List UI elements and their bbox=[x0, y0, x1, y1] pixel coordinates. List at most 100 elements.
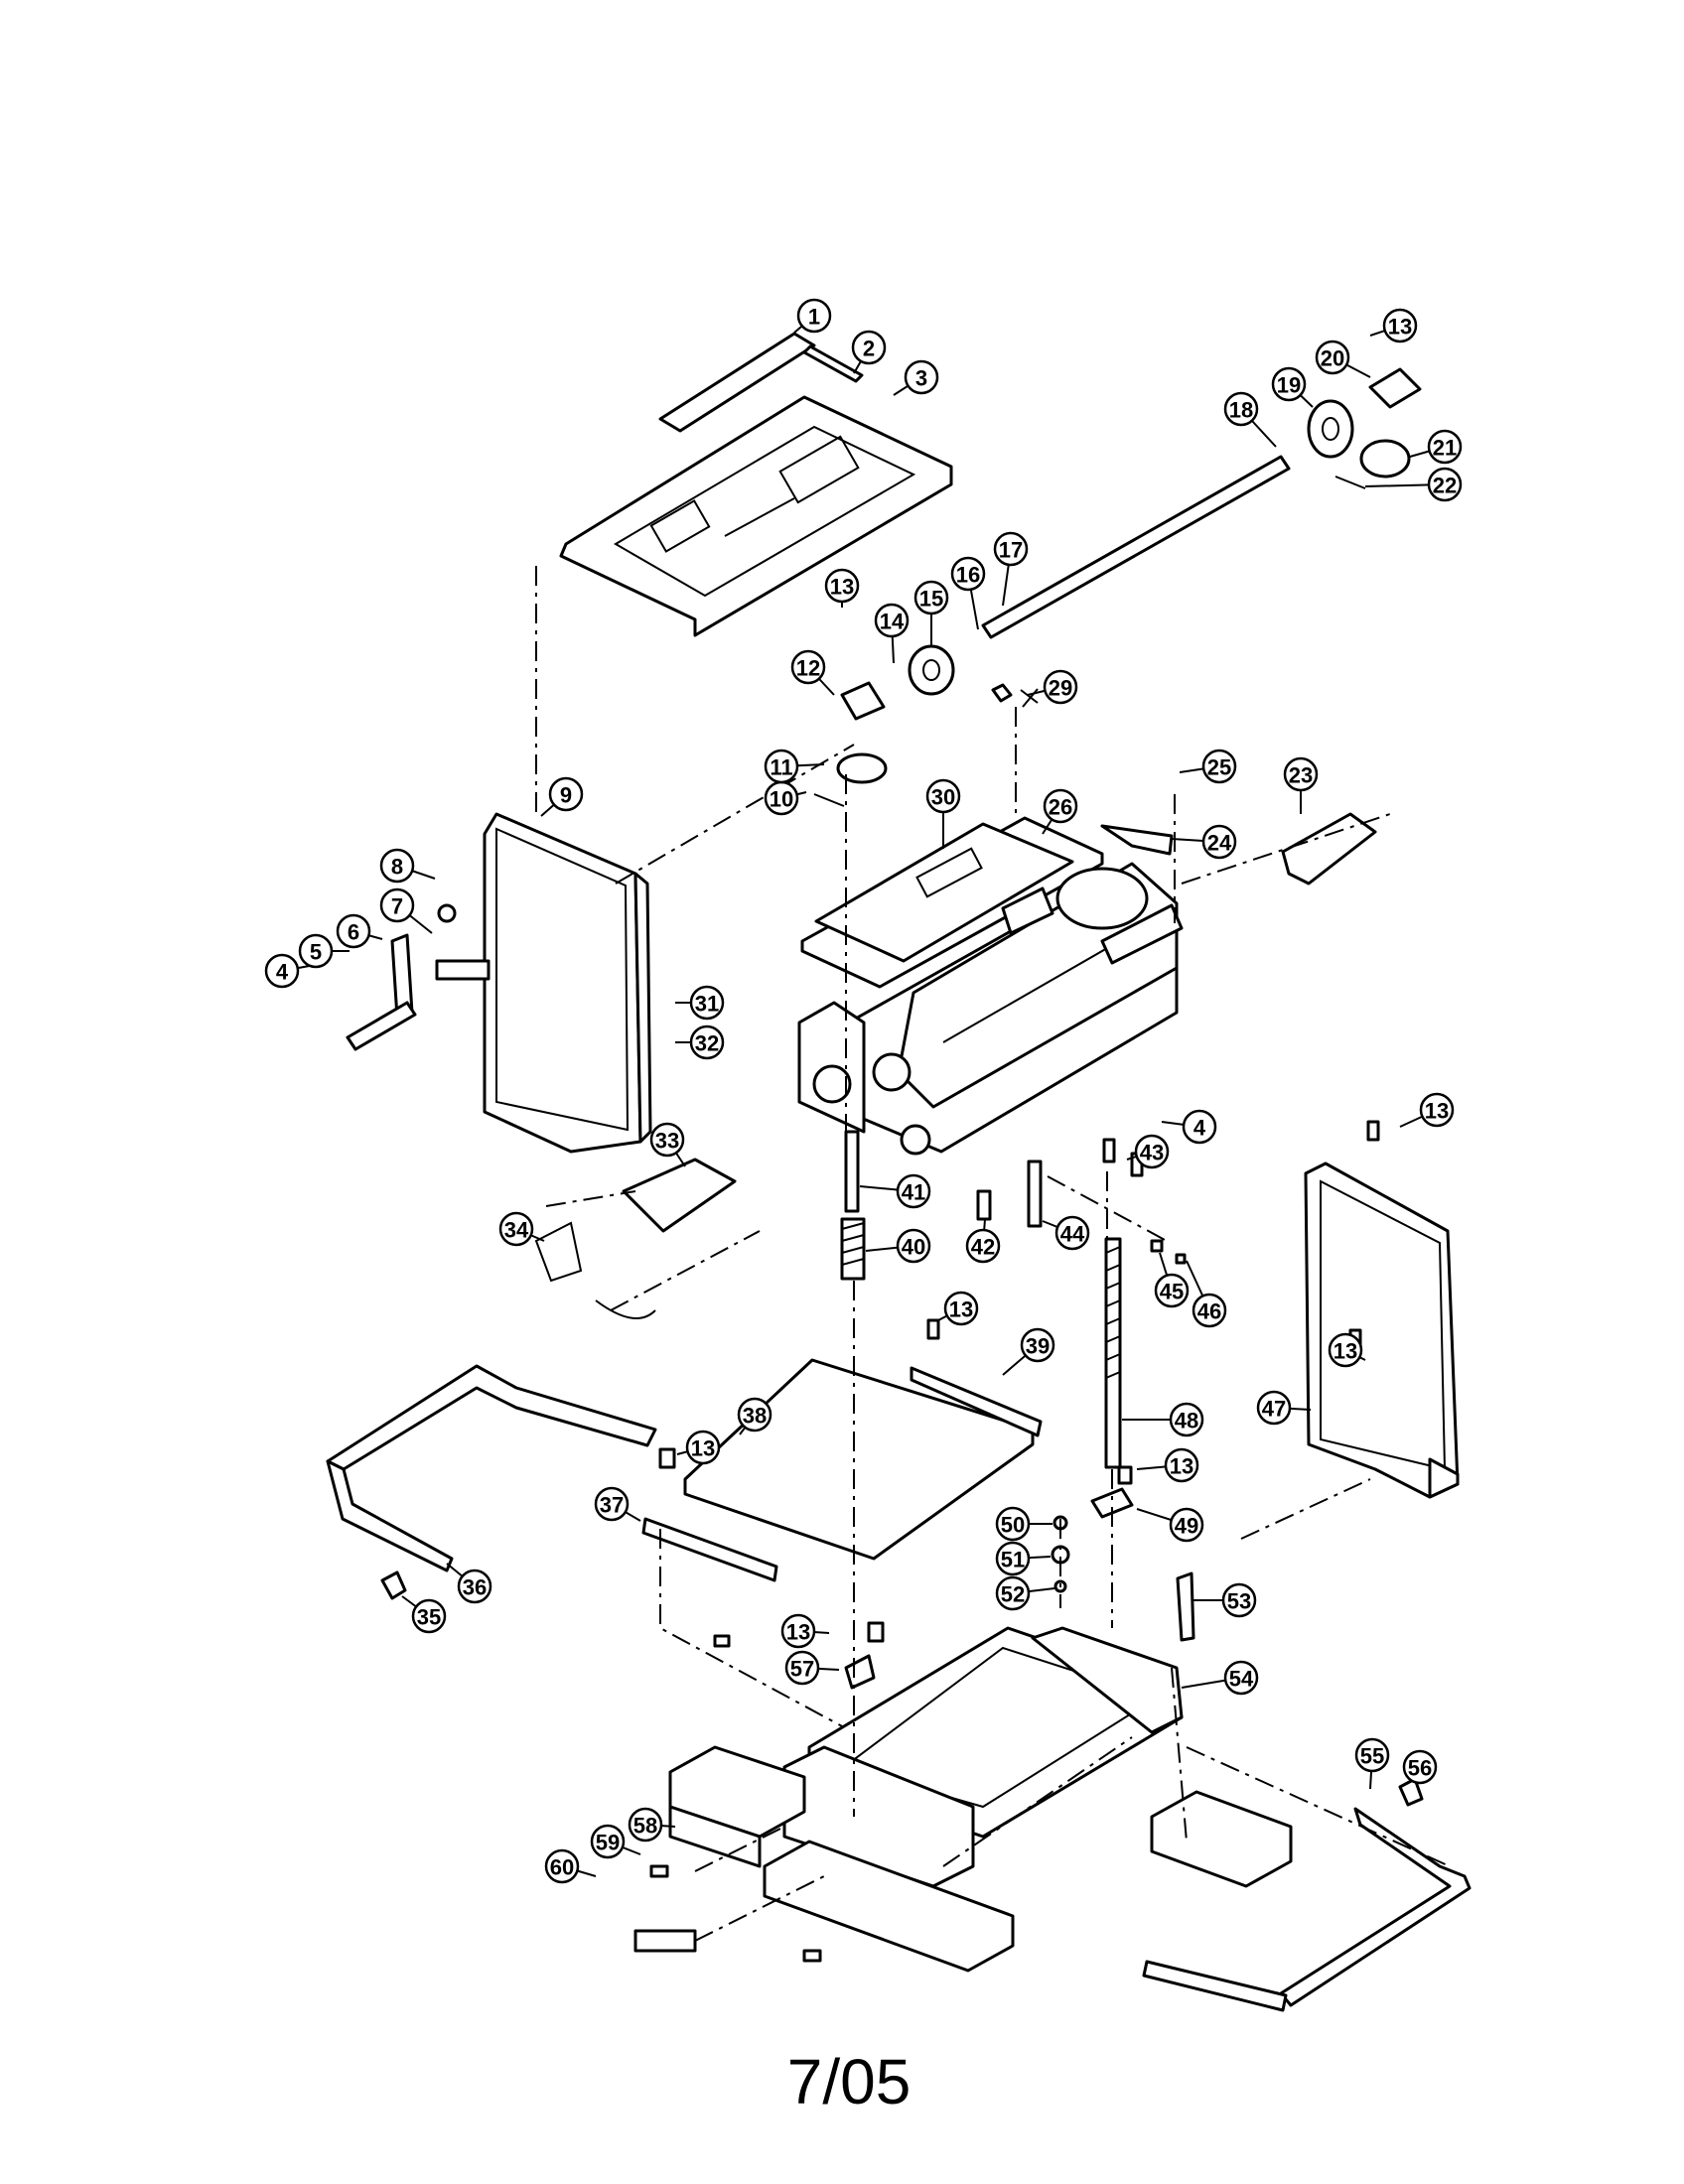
callout-number: 40 bbox=[902, 1235, 925, 1260]
callout-24: 24 bbox=[1171, 824, 1237, 860]
callout-number: 51 bbox=[1001, 1548, 1025, 1572]
plate-26 bbox=[814, 822, 1074, 963]
callout-7: 7 bbox=[379, 887, 433, 934]
callout-number: 8 bbox=[391, 855, 403, 880]
callout-12: 12 bbox=[790, 649, 835, 696]
callout-55: 55 bbox=[1354, 1737, 1390, 1790]
callout-60: 60 bbox=[544, 1848, 597, 1884]
callout-number: 35 bbox=[417, 1605, 441, 1630]
columns bbox=[840, 1130, 1122, 1469]
callout-number: 42 bbox=[971, 1235, 995, 1260]
callout-number: 1 bbox=[808, 305, 820, 330]
callout-57: 57 bbox=[784, 1650, 840, 1686]
callout-39: 39 bbox=[1002, 1327, 1055, 1376]
callout-13: 13 bbox=[780, 1613, 830, 1649]
callout-number: 10 bbox=[770, 787, 793, 812]
callout-number: 13 bbox=[1333, 1339, 1357, 1364]
callout-33: 33 bbox=[649, 1122, 686, 1167]
callout-number: 18 bbox=[1229, 398, 1253, 423]
callout-16: 16 bbox=[950, 556, 986, 630]
callout-number: 45 bbox=[1160, 1280, 1184, 1304]
right-side-cover bbox=[1304, 1161, 1460, 1499]
callout-13: 13 bbox=[1369, 308, 1418, 343]
callout-number: 12 bbox=[796, 656, 820, 681]
callout-number: 21 bbox=[1433, 436, 1457, 461]
callout-37: 37 bbox=[594, 1486, 641, 1522]
callout-number: 11 bbox=[770, 755, 792, 780]
callout-23: 23 bbox=[1283, 756, 1319, 814]
callout-29: 29 bbox=[1027, 669, 1078, 705]
callout-number: 50 bbox=[1001, 1513, 1025, 1538]
callout-number: 24 bbox=[1207, 831, 1232, 856]
left-side-cover bbox=[346, 812, 652, 1154]
callout-number: 46 bbox=[1197, 1299, 1221, 1324]
callout-8: 8 bbox=[379, 848, 436, 884]
callout-43: 43 bbox=[1126, 1134, 1170, 1169]
callout-35: 35 bbox=[401, 1595, 447, 1634]
callout-number: 14 bbox=[880, 610, 905, 634]
callout-number: 58 bbox=[633, 1814, 657, 1839]
chip-chute bbox=[534, 1158, 737, 1319]
table-assembly bbox=[326, 1358, 1043, 1600]
label-30 bbox=[915, 847, 983, 898]
callout-58: 58 bbox=[628, 1807, 676, 1843]
callout-45: 45 bbox=[1154, 1252, 1190, 1308]
callout-1: 1 bbox=[793, 298, 832, 334]
callout-34: 34 bbox=[498, 1211, 545, 1247]
callout-number: 54 bbox=[1229, 1667, 1254, 1692]
callout-number: 37 bbox=[600, 1493, 624, 1518]
callout-17: 17 bbox=[993, 531, 1029, 607]
callout-number: 34 bbox=[504, 1218, 529, 1243]
callout-number: 56 bbox=[1408, 1756, 1432, 1781]
callout-10: 10 bbox=[764, 780, 807, 816]
callout-number: 16 bbox=[956, 563, 980, 588]
callout-30: 30 bbox=[925, 778, 961, 849]
callout-number: 22 bbox=[1433, 474, 1457, 498]
base-assembly bbox=[633, 1626, 1472, 2012]
callout-number: 20 bbox=[1321, 346, 1344, 371]
callout-number: 5 bbox=[310, 940, 322, 965]
callout-number: 3 bbox=[915, 366, 927, 391]
callout-32: 32 bbox=[675, 1024, 725, 1060]
callout-number: 60 bbox=[550, 1855, 574, 1880]
callout-number: 55 bbox=[1360, 1744, 1384, 1769]
callout-number: 13 bbox=[1170, 1454, 1193, 1479]
callout-26: 26 bbox=[1042, 788, 1078, 835]
callout-number: 31 bbox=[695, 992, 719, 1017]
callout-number: 41 bbox=[902, 1180, 925, 1205]
callout-number: 9 bbox=[560, 783, 572, 808]
callout-13: 13 bbox=[1136, 1447, 1199, 1483]
callout-6: 6 bbox=[336, 913, 383, 949]
callout-50: 50 bbox=[995, 1506, 1052, 1542]
drive-shaft-assembly bbox=[813, 367, 1422, 807]
callout-15: 15 bbox=[913, 580, 949, 645]
callout-number: 13 bbox=[1388, 315, 1412, 340]
callout-number: 13 bbox=[786, 1620, 810, 1645]
callout-number: 48 bbox=[1175, 1409, 1198, 1433]
callout-5: 5 bbox=[298, 933, 350, 969]
callout-number: 49 bbox=[1175, 1514, 1198, 1539]
bracket-24 bbox=[1100, 824, 1174, 856]
callout-number: 13 bbox=[1425, 1099, 1449, 1124]
callout-56: 56 bbox=[1402, 1749, 1438, 1785]
callout-number: 57 bbox=[790, 1657, 814, 1682]
callout-number: 15 bbox=[919, 587, 943, 612]
callout-number: 7 bbox=[391, 894, 403, 919]
callout-59: 59 bbox=[590, 1824, 641, 1859]
callout-number: 38 bbox=[743, 1404, 767, 1429]
callout-51: 51 bbox=[995, 1541, 1052, 1576]
callout-2: 2 bbox=[851, 330, 887, 374]
callout-number: 39 bbox=[1026, 1334, 1050, 1359]
callout-number: 33 bbox=[655, 1129, 679, 1154]
callout-number: 2 bbox=[863, 337, 875, 361]
callout-13: 13 bbox=[937, 1291, 979, 1326]
callout-number: 59 bbox=[596, 1831, 620, 1855]
callout-number: 32 bbox=[695, 1031, 719, 1056]
callout-13: 13 bbox=[676, 1430, 721, 1465]
callout-number: 43 bbox=[1140, 1141, 1164, 1165]
belt-23 bbox=[1281, 812, 1377, 886]
callout-number: 53 bbox=[1227, 1589, 1251, 1614]
callout-21: 21 bbox=[1409, 429, 1463, 465]
callout-number: 13 bbox=[949, 1297, 973, 1322]
